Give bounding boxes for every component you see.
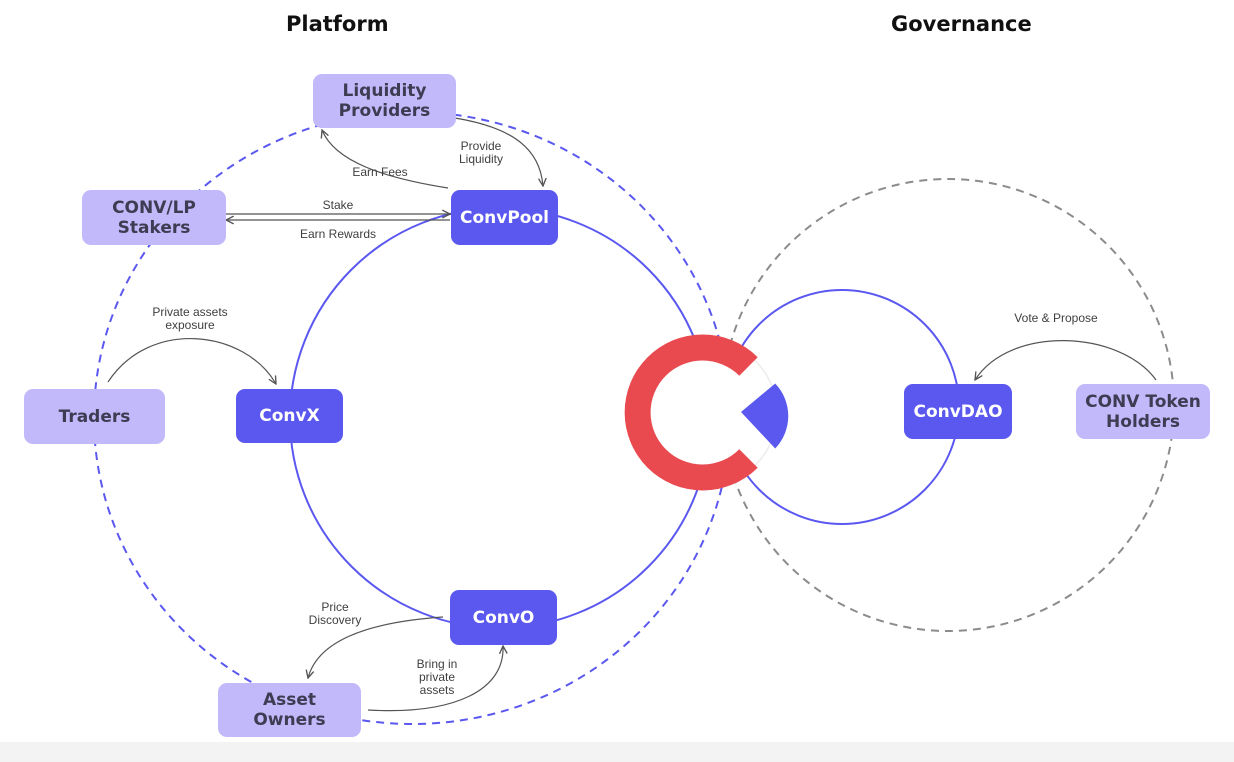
platform-heading: Platform — [286, 12, 389, 36]
convx-box[interactable]: ConvX — [236, 389, 343, 443]
private-exposure-label: Private assets exposure — [152, 305, 228, 332]
earn-rewards-label: Earn Rewards — [299, 227, 377, 241]
price-discovery-arrow — [308, 616, 444, 678]
stakers-label: CONV/LP Stakers — [112, 197, 196, 238]
liquidity-providers-label: Liquidity Providers — [338, 81, 431, 121]
conv-c-logo-icon — [624, 334, 789, 491]
governance-heading: Governance — [891, 12, 1032, 36]
token-holders-box[interactable]: CONV Token Holders — [1076, 384, 1210, 439]
token-holders-label: CONV Token Holders — [1085, 391, 1201, 432]
traders-label: Traders — [58, 406, 131, 427]
earn-fees-label: Earn Fees — [352, 165, 408, 179]
bottom-fade — [0, 742, 1234, 762]
vote-propose-arrow — [975, 340, 1157, 380]
bring-assets-arrow — [367, 646, 503, 712]
convdao-box[interactable]: ConvDAO — [904, 384, 1012, 439]
earn-fees-arrow — [322, 130, 449, 189]
vote-propose-label: Vote & Propose — [1014, 311, 1098, 325]
convo-box[interactable]: ConvO — [450, 590, 557, 645]
traders-box[interactable]: Traders — [24, 389, 165, 444]
convpool-box[interactable]: ConvPool — [451, 190, 558, 245]
provide-liquidity-arrow — [454, 117, 543, 186]
convdao-label: ConvDAO — [913, 401, 1003, 422]
provide-liquidity-label: Provide Liquidity — [458, 139, 504, 166]
convpool-label: ConvPool — [460, 207, 549, 228]
stake-label: Stake — [322, 198, 354, 212]
stakers-box[interactable]: CONV/LP Stakers — [82, 190, 226, 245]
liquidity-providers-box[interactable]: Liquidity Providers — [313, 74, 456, 128]
asset-owners-box[interactable]: Asset Owners — [218, 683, 361, 737]
private-exposure-arrow — [107, 338, 276, 384]
price-discovery-label: Price Discovery — [308, 600, 362, 627]
asset-owners-label: Asset Owners — [253, 690, 326, 730]
convo-label: ConvO — [472, 607, 535, 628]
bring-assets-label: Bring in private assets — [416, 657, 458, 697]
convx-label: ConvX — [259, 406, 320, 426]
